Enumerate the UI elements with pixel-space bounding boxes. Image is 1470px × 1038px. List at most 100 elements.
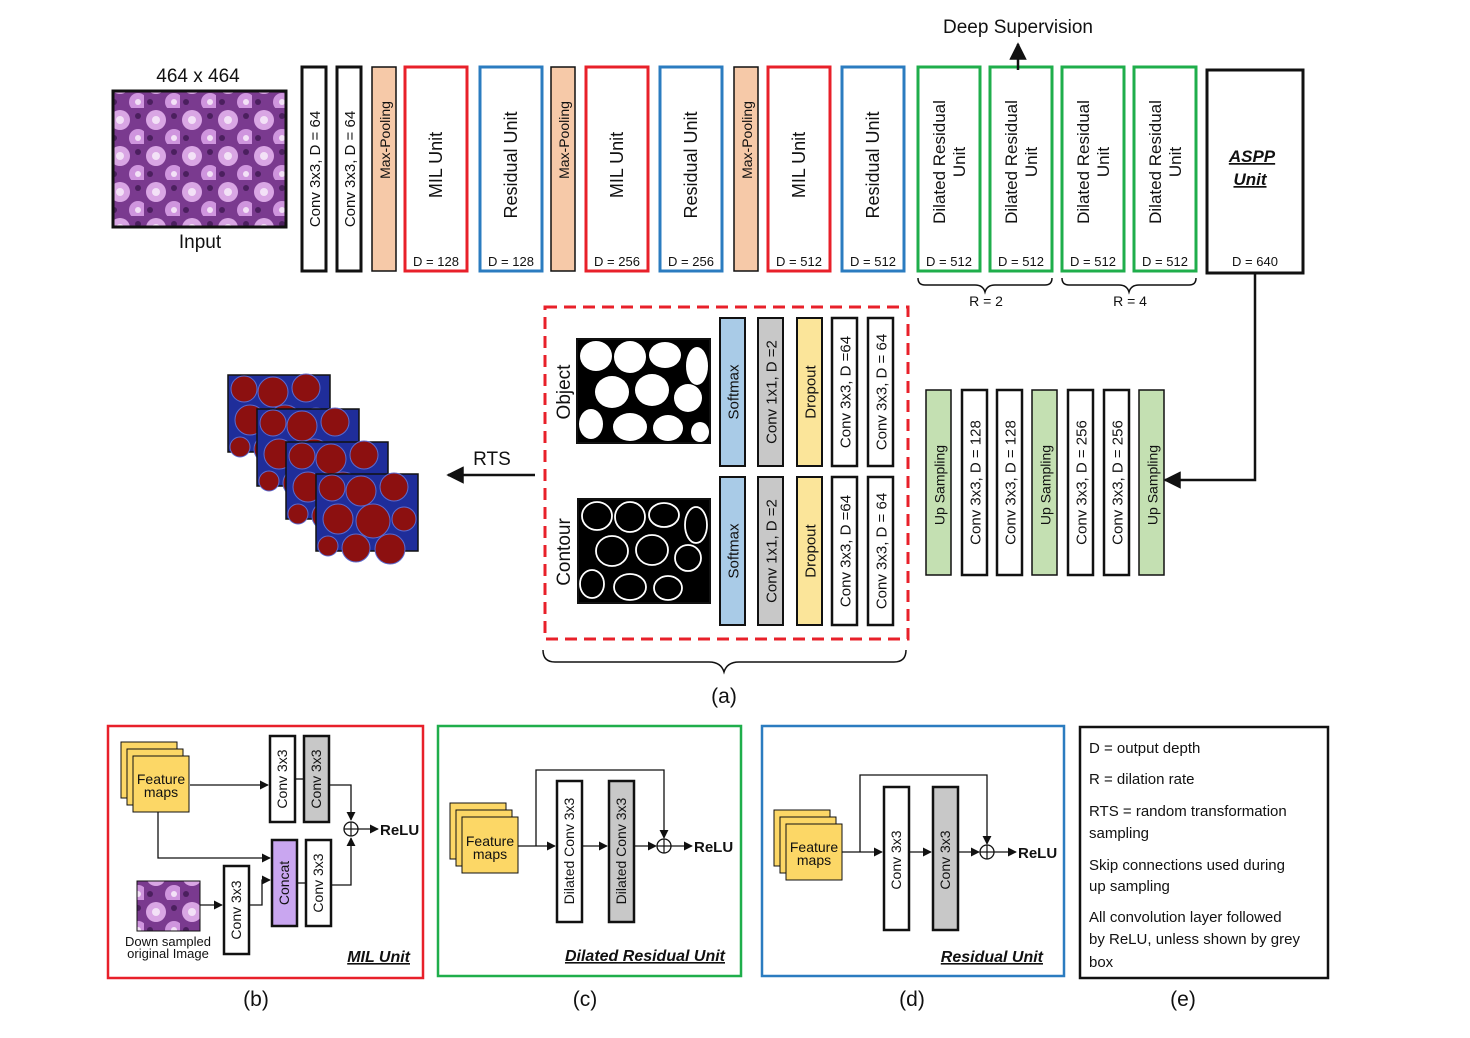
- encoder-block-depth: D = 512: [850, 254, 896, 269]
- segmentation-gland-2: [345, 475, 377, 507]
- encoder-block-label: Conv 3x3, D = 64: [307, 111, 324, 227]
- encoder-block-box: [300, 65, 328, 273]
- panel-label-a: (a): [711, 685, 737, 708]
- segmentation-gland-1: [230, 375, 258, 403]
- brace-r4: [1061, 277, 1197, 295]
- segmentation-gland-9: [374, 533, 406, 565]
- segmentation-gland-5: [355, 503, 391, 539]
- encoder-block-label-2: Unit: [1094, 147, 1113, 178]
- object-head-layer-5: Conv 3x3, D = 64: [866, 316, 895, 468]
- segmentation-gland-3: [379, 472, 409, 502]
- contour-mask-image: [577, 498, 711, 604]
- encoder-block-box: [371, 66, 397, 272]
- encoder-block-depth: D = 128: [413, 254, 459, 269]
- contour-head-layer-label: Conv 3x3, D = 64: [874, 493, 891, 609]
- segmentation-output-stack: [227, 373, 419, 565]
- object-head-layer-box: [719, 317, 746, 467]
- residual-conv-a: [882, 785, 911, 932]
- segmentation-gland-8: [341, 533, 371, 563]
- segmentation-gland-7: [258, 470, 280, 492]
- segmentation-gland-7: [229, 436, 251, 458]
- decoder-block-label: Up Sampling: [1145, 445, 1161, 525]
- encoder-block-1: Conv 3x3, D = 64: [300, 65, 328, 273]
- encoder-block-depth: D = 128: [488, 254, 534, 269]
- panel-label-d: (d): [899, 988, 925, 1011]
- input-size-label: 464 x 464: [156, 66, 240, 87]
- decoder-block-label: Conv 3x3, D = 128: [1003, 420, 1020, 545]
- residual-feature-maps-label-2: maps: [797, 852, 831, 868]
- mil-panel-title: MIL Unit: [347, 949, 410, 966]
- decoder-block-6: Conv 3x3, D = 256: [1102, 388, 1131, 577]
- mil-conv-c-label: Conv 3x3: [228, 880, 244, 939]
- encoder-block-depth: D = 512: [998, 254, 1044, 269]
- residual-conv-a-label: Conv 3x3: [888, 830, 904, 889]
- mil-feature-maps: [120, 741, 190, 813]
- aspp-unit: [1205, 68, 1305, 275]
- encoder-block-box: [988, 65, 1054, 273]
- encoder-block-6: Max-Pooling: [550, 66, 576, 272]
- object-head-layer-box: [757, 317, 784, 467]
- dilated-conv-b-label: Dilated Conv 3x3: [613, 797, 629, 904]
- encoder-block-label: Dilated Residual: [1002, 100, 1021, 224]
- encoder-block-depth: D = 256: [668, 254, 714, 269]
- decoder-block-1: Up Sampling: [925, 389, 952, 576]
- decoder-block-label: Up Sampling: [932, 445, 948, 525]
- deep-supervision-label: Deep Supervision: [943, 17, 1093, 38]
- encoder-block-label: Max-Pooling: [556, 101, 572, 179]
- object-head-layer-4: Conv 3x3, D =64: [830, 316, 859, 468]
- dilated-relu: ReLU: [694, 839, 733, 856]
- decoder-block-5: Conv 3x3, D = 256: [1066, 388, 1095, 577]
- panel-label-e: (e): [1170, 988, 1196, 1011]
- decoder-block-box: [960, 388, 989, 577]
- decoder-block-label: Conv 3x3, D = 256: [1110, 420, 1127, 545]
- encoder-block-label: Dilated Residual: [1074, 100, 1093, 224]
- mil-concat-label: Concat: [276, 861, 292, 905]
- encoder-block-label: Dilated Residual: [930, 100, 949, 224]
- decoder-block-2: Conv 3x3, D = 128: [960, 388, 989, 577]
- dilated-panel: [436, 724, 743, 978]
- residual-panel-title: Residual Unit: [941, 949, 1044, 966]
- decoder-row: Up Sampling Conv 3x3, D = 128 Conv 3x3, D …: [925, 388, 1165, 577]
- object-head-layer-2: Conv 1x1, D =2: [757, 317, 784, 467]
- decoder-block-7: Up Sampling: [1138, 389, 1165, 576]
- contour-head-layer-box: [796, 476, 823, 626]
- encoder-block-depth: D = 512: [1070, 254, 1116, 269]
- brace-a: [542, 649, 907, 675]
- legend-line-3a: RTS = random transformation: [1089, 803, 1287, 820]
- encoder-block-label: Dilated Residual: [1146, 100, 1165, 224]
- dilated-conv-a: [555, 779, 584, 924]
- mil-conv-c: [222, 864, 251, 956]
- decoder-block-box: [1138, 389, 1165, 576]
- encoder-block-2: Conv 3x3, D = 64: [335, 65, 363, 273]
- rts-label: RTS: [473, 449, 511, 470]
- dilation-r2-label: R = 2: [969, 293, 1003, 309]
- encoder-block-box: [335, 65, 363, 273]
- contour-head-layer-label: Dropout: [803, 523, 820, 577]
- legend-panel: [1078, 725, 1330, 980]
- contour-head-layer-1: Softmax: [719, 476, 746, 626]
- segmentation-gland-6: [391, 506, 417, 532]
- segmentation-gland-3: [320, 407, 350, 437]
- encoder-block-label: Residual Unit: [501, 111, 521, 218]
- panel-label-b: (b): [243, 988, 269, 1011]
- legend-line-2: R = dilation rate: [1089, 771, 1194, 788]
- dilated-panel-title: Dilated Residual Unit: [565, 948, 726, 965]
- segmentation-gland-1: [259, 409, 287, 437]
- encoder-block-box: [1060, 65, 1126, 273]
- dilated-conv-b: [607, 779, 636, 924]
- encoder-block-5: Residual Unit D = 128: [478, 65, 544, 273]
- encoder-block-3: Max-Pooling: [371, 66, 397, 272]
- residual-feature-maps: [773, 809, 843, 881]
- dilated-feature-maps-label-2: maps: [473, 846, 507, 862]
- dilated-feature-maps-label-1: Feature: [466, 833, 514, 849]
- mil-conv-a-label: Conv 3x3: [274, 749, 290, 808]
- mil-feature-maps-label-2: maps: [144, 784, 178, 800]
- contour-head-layer-4: Conv 3x3, D =64: [830, 475, 859, 627]
- object-head-layer-label: Conv 3x3, D =64: [838, 336, 855, 448]
- object-head-layer-label: Dropout: [803, 364, 820, 418]
